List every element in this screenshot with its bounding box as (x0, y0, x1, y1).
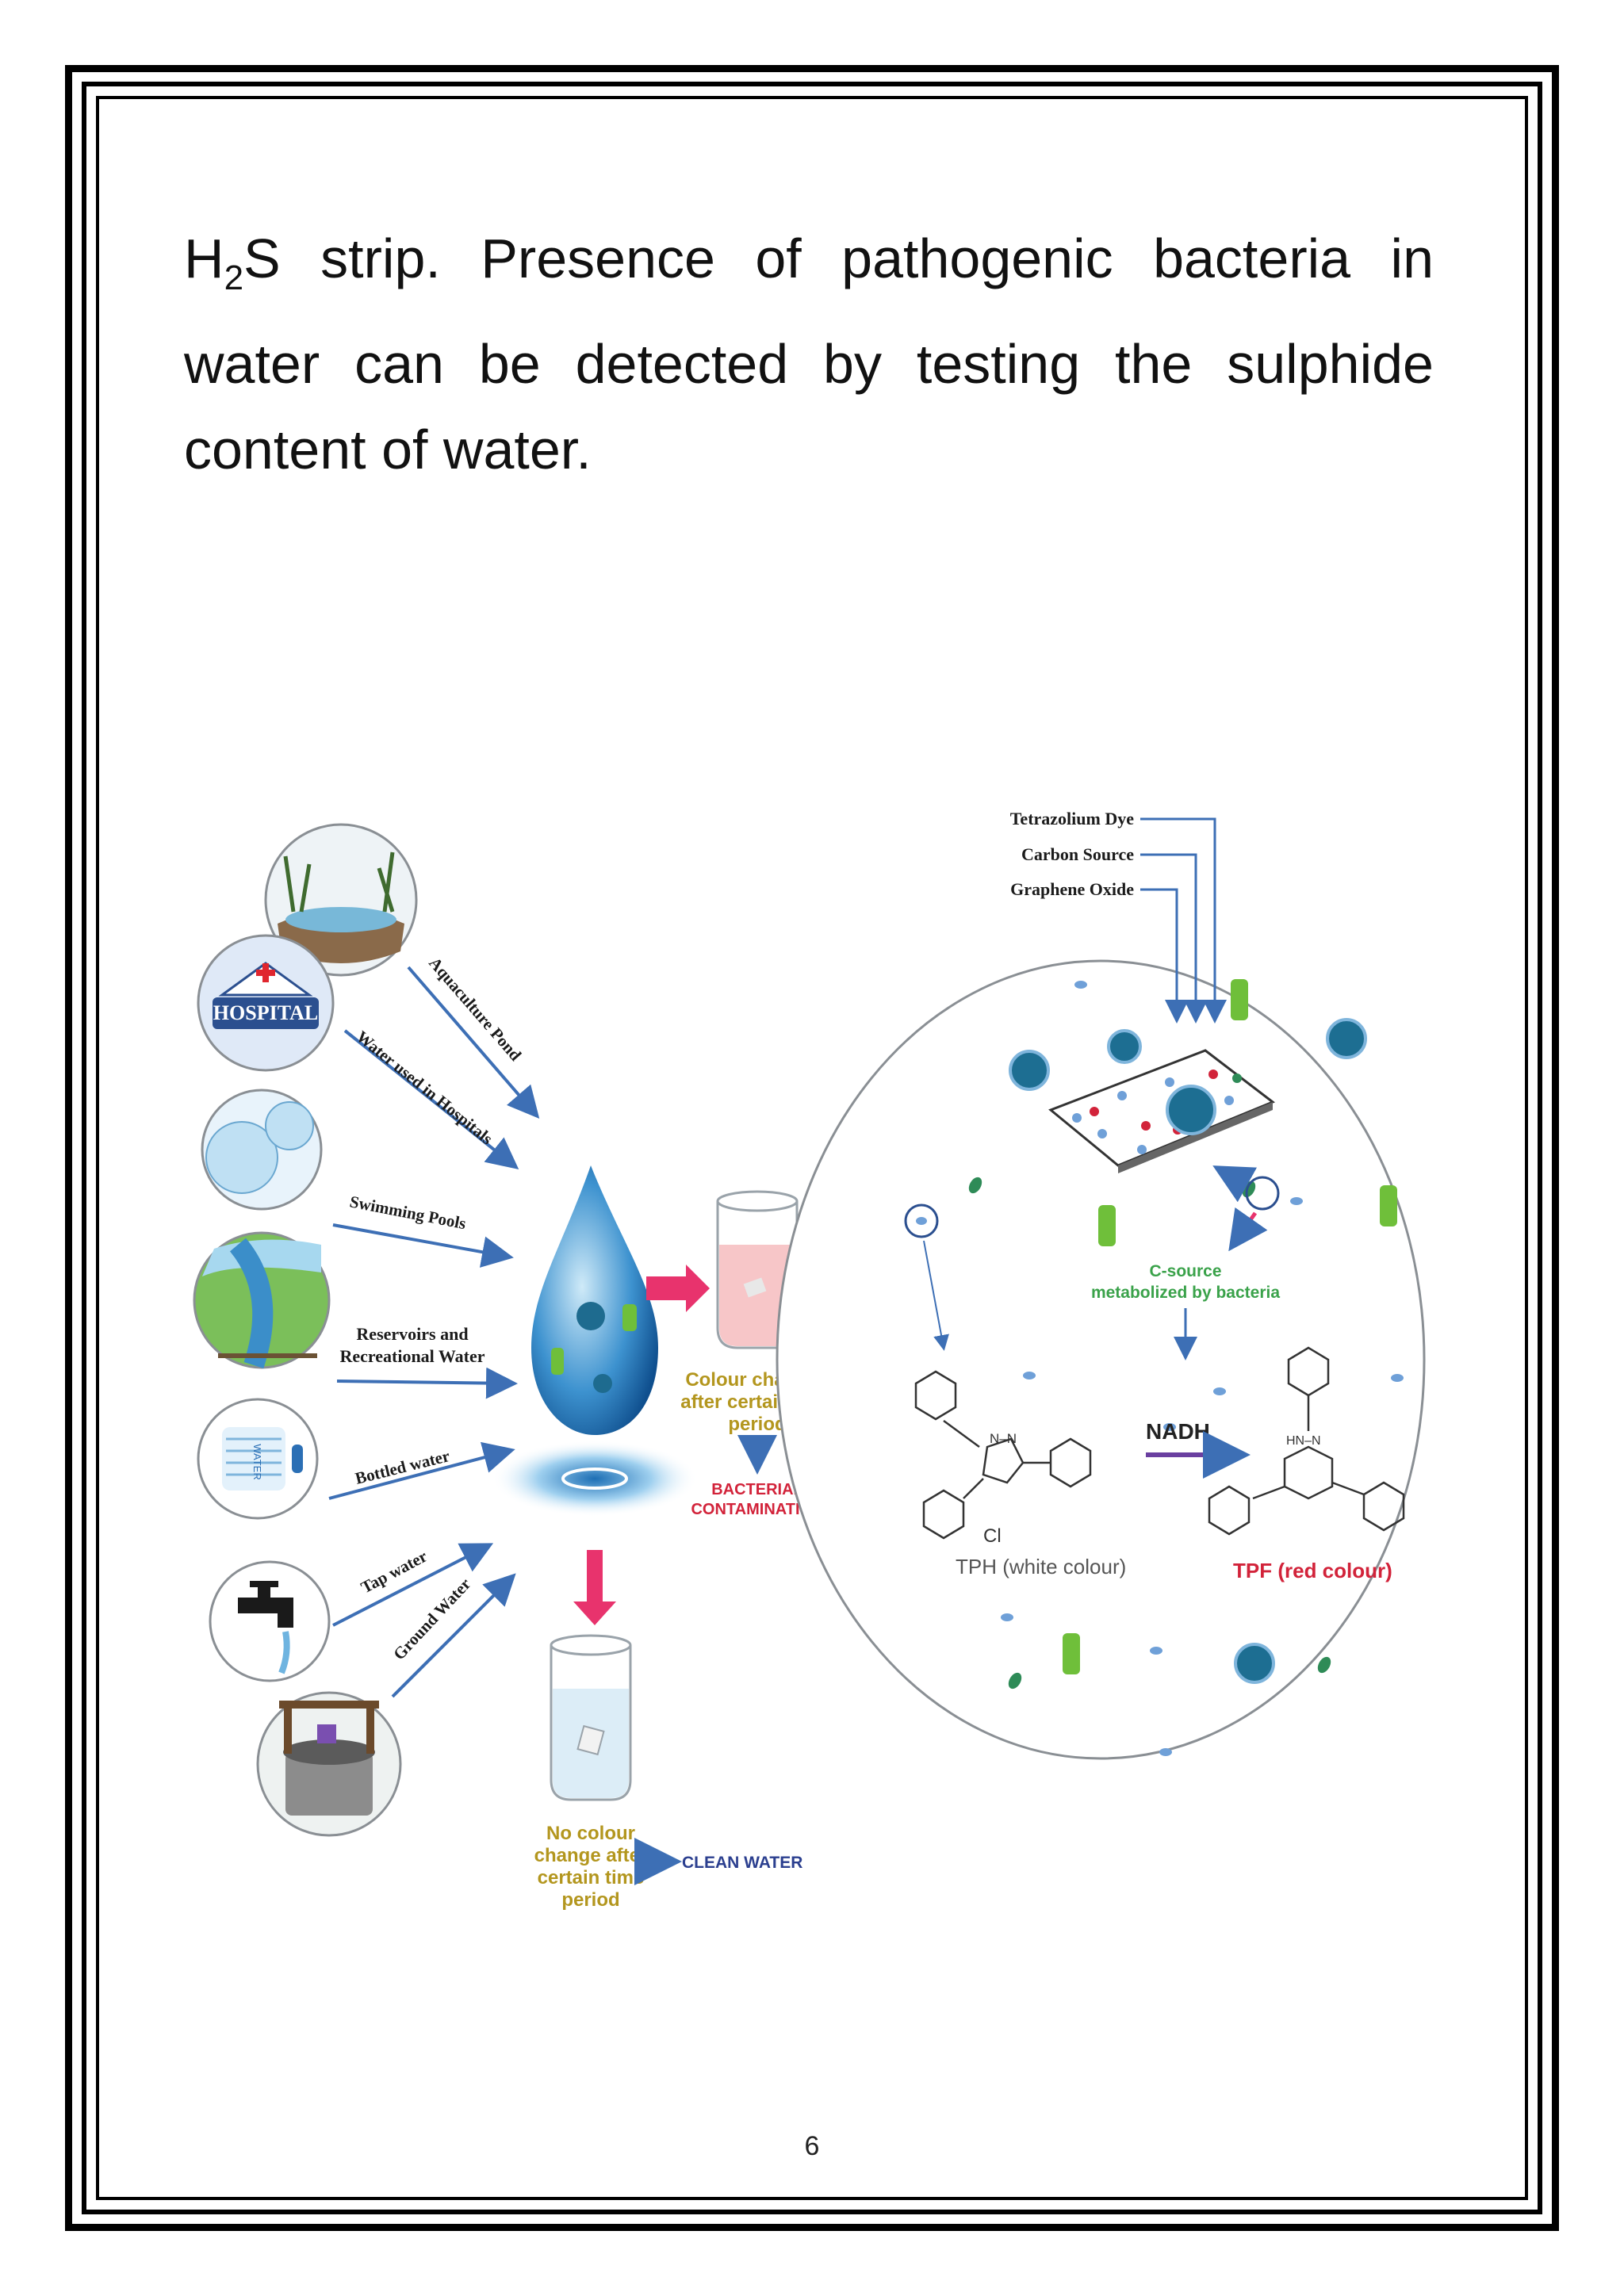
label-reservoirs: Reservoirs and (356, 1324, 468, 1344)
arrow-pink-csource (1228, 1207, 1268, 1252)
label-aquaculture-pond: Aquaculture Pond (425, 954, 525, 1065)
page-number: 6 (804, 2131, 820, 2161)
tph-structure (914, 1370, 1092, 1540)
bottle-text: WATER (251, 1444, 263, 1480)
paragraph-text: S strip. Presence of pathogenic bacteria… (184, 228, 1434, 480)
body-paragraph: H2S strip. Presence of pathogenic bacter… (184, 216, 1434, 492)
tph-label: TPH (white colour) (956, 1555, 1126, 1578)
page-border-middle (82, 82, 1542, 2214)
label-ground-water: Ground Water (389, 1575, 474, 1664)
label-recreational-water: Recreational Water (339, 1346, 485, 1366)
csource-line-2: metabolized by bacteria (1091, 1284, 1280, 1302)
tpf-nitrogen: HN–N (1286, 1434, 1321, 1448)
source-icon-tap (209, 1560, 331, 1682)
dye-particles (1001, 981, 1404, 1756)
graphene-sheet (1048, 1049, 1275, 1173)
arrow-dye-to-tph (923, 1240, 949, 1351)
source-icon-well (256, 1691, 402, 1837)
highlight-dye-particle (904, 1203, 939, 1238)
h2s-h: H (184, 228, 224, 289)
positive-text-line-3: period (728, 1414, 786, 1435)
arrow-pink-sheet (1212, 1165, 1258, 1203)
nadh-label: NADH (1146, 1419, 1210, 1444)
negative-text-line-3: certain time (538, 1867, 645, 1888)
tpf-label: TPF (red colour) (1233, 1559, 1392, 1582)
reagent-carbon-source: Carbon Source (1021, 844, 1134, 864)
positive-result-line-1: BACTERIAL (711, 1481, 803, 1498)
reagent-graphene-oxide: Graphene Oxide (1010, 879, 1134, 899)
hospital-sign: HOSPITAL (213, 1001, 318, 1024)
source-icon-pond (264, 823, 418, 977)
page-border-inner (96, 96, 1528, 2200)
negative-text-line-4: period (561, 1889, 619, 1911)
bacteria-cells (1009, 979, 1397, 1684)
negative-text-line-1: No colour (546, 1823, 635, 1844)
reagent-arrows (1140, 817, 1227, 1024)
beaker-pink (716, 1190, 799, 1349)
reagent-tetrazolium-dye: Tetrazolium Dye (1010, 809, 1134, 828)
positive-result-line-2: CONTAMINATION (691, 1501, 823, 1518)
label-swimming-pools: Swimming Pools (348, 1192, 468, 1233)
chloride-label: Cl (983, 1525, 1002, 1547)
detection-figure: HOSPITAL WATER (193, 809, 1426, 1911)
source-icon-hospital: HOSPITAL (197, 934, 335, 1072)
label-bottled-water: Bottled water (353, 1446, 451, 1488)
page-border-outer (65, 65, 1559, 2231)
source-icon-reservoir (193, 1231, 331, 1369)
h2s-subscript: 2 (224, 258, 244, 297)
csource-line-1: C-source (1149, 1262, 1221, 1280)
negative-result: CLEAN WATER (682, 1854, 802, 1872)
water-drop-icon (492, 1165, 698, 1517)
label-tap-water: Tap water (358, 1547, 430, 1598)
negative-text-line-2: change after (534, 1845, 648, 1866)
source-arrows (328, 966, 540, 1698)
arrow-to-negative-beaker (573, 1550, 616, 1625)
source-icon-bottled: WATER (197, 1398, 319, 1520)
arrow-to-positive-beaker (646, 1265, 710, 1312)
magnified-view (776, 959, 1426, 1760)
tpf-structure (1208, 1346, 1405, 1536)
source-icon-pool (201, 1089, 323, 1211)
beaker-clear (550, 1634, 632, 1801)
tph-nitrogen: N–N (990, 1431, 1017, 1446)
